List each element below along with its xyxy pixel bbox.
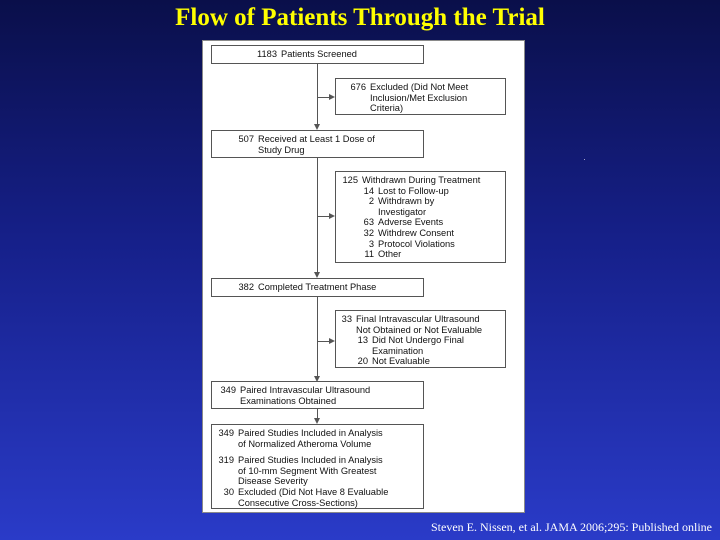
- final-ivus-item-count: 20: [357, 356, 368, 367]
- withdrawn-item-count: 3: [368, 238, 374, 249]
- analysis-line: Excluded (Did Not Have 8 Evaluable: [238, 486, 389, 497]
- screened-label: Patients Screened: [281, 49, 357, 59]
- box-excluded: 676 Excluded (Did Not Meet Inclusion/Met …: [335, 78, 506, 115]
- withdrawn-item-count: 63: [363, 217, 374, 228]
- branch-line-excluded: [317, 97, 331, 98]
- screened-count: 1183: [257, 49, 277, 59]
- final-ivus-item-label: Not Evaluable: [372, 356, 430, 367]
- withdrawn-item-label: Lost to Follow-up: [378, 185, 449, 196]
- withdrawn-item-label: Adverse Events: [378, 217, 444, 228]
- branch-arrow-final-ivus: [329, 338, 335, 344]
- box-withdrawn: 125 Withdrawn During Treatment 14 Lost to …: [335, 171, 506, 263]
- withdrawn-item-label: Protocol Violations: [378, 238, 455, 249]
- arrowhead-4: [314, 418, 320, 424]
- withdrawn-item-count: 11: [364, 249, 374, 260]
- final-ivus-count: 33: [341, 314, 352, 324]
- withdrawn-item-label: Withdrew Consent: [378, 227, 454, 238]
- withdrawn-item-label: Other: [378, 249, 402, 260]
- arrowhead-2: [314, 272, 320, 278]
- received-line-1: Received at Least 1 Dose of: [258, 134, 375, 144]
- analysis-line: Consecutive Cross-Sections): [238, 497, 358, 508]
- paired-count: 349: [220, 385, 236, 395]
- spine-line-2: [317, 157, 318, 274]
- branch-arrow-withdrawn: [329, 213, 335, 219]
- paired-line-2: Examinations Obtained: [240, 395, 337, 406]
- paired-line-1: Paired Intravascular Ultrasound: [240, 385, 371, 395]
- withdrawn-item-count: 14: [363, 185, 374, 196]
- analysis-count: 349: [218, 428, 234, 438]
- withdrawn-item-count: 2: [368, 196, 374, 207]
- withdrawn-count: 125: [342, 175, 358, 185]
- final-ivus-line-2: Not Obtained or Not Evaluable: [356, 324, 483, 335]
- final-ivus-item-count: 13: [357, 335, 368, 346]
- withdrawn-item-label: Withdrawn by: [378, 196, 435, 207]
- arrowhead-3: [314, 376, 320, 382]
- box-completed: 382 Completed Treatment Phase: [211, 278, 424, 297]
- completed-label: Completed Treatment Phase: [258, 282, 377, 292]
- analysis-line: of 10-mm Segment With Greatest: [238, 465, 377, 476]
- excluded-count: 676: [350, 82, 366, 92]
- spine-line-3: [317, 296, 318, 378]
- completed-count: 382: [238, 282, 254, 292]
- stray-dot: [584, 159, 585, 160]
- analysis-line: of Normalized Atheroma Volume: [238, 438, 372, 449]
- excluded-line-1: Excluded (Did Not Meet: [370, 82, 469, 92]
- analysis-count: 319: [218, 455, 234, 466]
- slide-title: Flow of Patients Through the Trial: [175, 4, 545, 31]
- arrowhead-1: [314, 124, 320, 130]
- branch-arrow-excluded: [329, 94, 335, 100]
- excluded-line-2: Inclusion/Met Exclusion: [370, 92, 468, 103]
- box-received: 507 Received at Least 1 Dose of Study Dru…: [211, 130, 424, 158]
- branch-line-final-ivus: [317, 341, 331, 342]
- spine-line-4: [317, 408, 318, 420]
- box-final-ivus: 33 Final Intravascular Ultrasound Not Obt…: [335, 310, 506, 368]
- final-ivus-line-1: Final Intravascular Ultrasound: [356, 314, 480, 324]
- citation: Steven E. Nissen, et al. JAMA 2006;295: …: [431, 520, 712, 534]
- analysis-line: Paired Studies Included in Analysis: [238, 455, 383, 466]
- received-line-2: Study Drug: [258, 144, 305, 155]
- final-ivus-item-label-cont: Examination: [372, 345, 424, 356]
- excluded-line-3: Criteria): [370, 103, 404, 114]
- analysis-line: Disease Severity: [238, 476, 308, 487]
- received-count: 507: [238, 134, 254, 144]
- analysis-line: Paired Studies Included in Analysis: [238, 428, 383, 438]
- withdrawn-item-count: 32: [363, 227, 374, 238]
- analysis-count: 30: [223, 486, 234, 497]
- box-screened: 1183 Patients Screened: [211, 45, 424, 64]
- withdrawn-label: Withdrawn During Treatment: [362, 175, 481, 185]
- final-ivus-item-label: Did Not Undergo Final: [372, 335, 464, 346]
- spine-line-1: [317, 63, 318, 127]
- branch-line-withdrawn: [317, 216, 331, 217]
- box-paired: 349 Paired Intravascular Ultrasound Exami…: [211, 381, 424, 409]
- withdrawn-item-label-cont: Investigator: [378, 206, 427, 217]
